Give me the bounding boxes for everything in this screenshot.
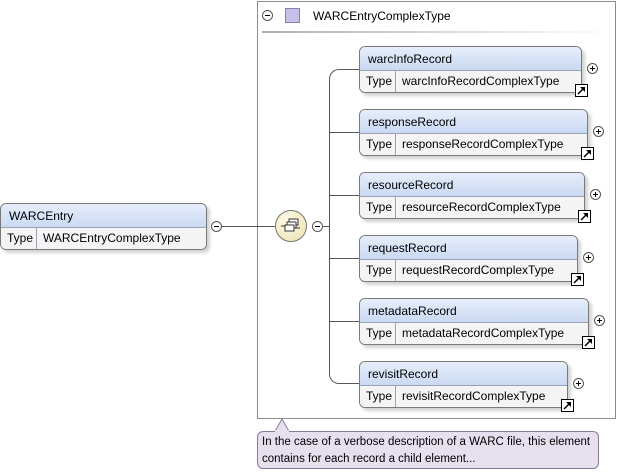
root-type-label: Type (1, 228, 37, 249)
type-link-icon[interactable] (561, 399, 574, 412)
record-type-value: metadataRecordComplexType (402, 326, 565, 340)
record-type-value: requestRecordComplexType (402, 263, 555, 277)
collapse-sequence-icon[interactable] (312, 221, 323, 232)
branch-vertical-line (329, 69, 359, 384)
complex-type-frame (257, 1, 616, 419)
expand-record-icon[interactable] (594, 315, 605, 326)
record-connector (330, 321, 359, 322)
record-type-label: Type (360, 134, 396, 155)
complex-type-title: WARCEntryComplexType (313, 9, 451, 23)
record-element-name: responseRecord (360, 110, 587, 134)
expand-record-icon[interactable] (593, 126, 604, 137)
sequence-compositor[interactable] (275, 210, 307, 242)
sequence-compositor-icon (281, 218, 300, 232)
annotation-pointer (274, 419, 291, 433)
record-type-label: Type (360, 71, 396, 92)
record-connector (330, 132, 359, 133)
record-connector (330, 258, 359, 259)
record-type-label: Type (360, 386, 396, 407)
record-type-label: Type (360, 197, 396, 218)
root-connector (222, 226, 275, 227)
type-link-icon[interactable] (571, 273, 584, 286)
root-element-name: WARCEntry (1, 204, 206, 228)
annotation-note: In the case of a verbose description of … (257, 431, 599, 469)
complex-type-title-underline (262, 31, 614, 33)
type-link-icon[interactable] (578, 210, 591, 223)
record-type-label: Type (360, 260, 396, 281)
type-link-icon[interactable] (575, 84, 588, 97)
sequence-connector (323, 226, 330, 227)
annotation-pointer-cover (275, 430, 289, 433)
record-type-value: responseRecordComplexType (402, 137, 564, 151)
root-type-value: WARCEntryComplexType (43, 231, 181, 245)
record-element-name: metadataRecord (360, 299, 588, 323)
type-link-icon[interactable] (582, 336, 595, 349)
record-type-label: Type (360, 323, 396, 344)
record-element-name: requestRecord (360, 236, 577, 260)
record-type-value: resourceRecordComplexType (402, 200, 561, 214)
record-element-name: warcInfoRecord (360, 47, 581, 71)
expand-record-icon[interactable] (583, 252, 594, 263)
record-type-value: warcInfoRecordComplexType (402, 74, 560, 88)
record-type-value: revisitRecordComplexType (402, 389, 546, 403)
root-element-box[interactable]: WARCEntry Type WARCEntryComplexType (0, 203, 207, 250)
expand-record-icon[interactable] (590, 189, 601, 200)
expand-record-icon[interactable] (573, 378, 584, 389)
collapse-complex-type-icon[interactable] (262, 10, 273, 21)
type-link-icon[interactable] (581, 147, 594, 160)
record-element-name: revisitRecord (360, 362, 567, 386)
collapse-root-icon[interactable] (211, 221, 222, 232)
record-connector (330, 195, 359, 196)
record-element-name: resourceRecord (360, 173, 584, 197)
expand-record-icon[interactable] (587, 63, 598, 74)
complex-type-swatch-icon (285, 8, 300, 23)
